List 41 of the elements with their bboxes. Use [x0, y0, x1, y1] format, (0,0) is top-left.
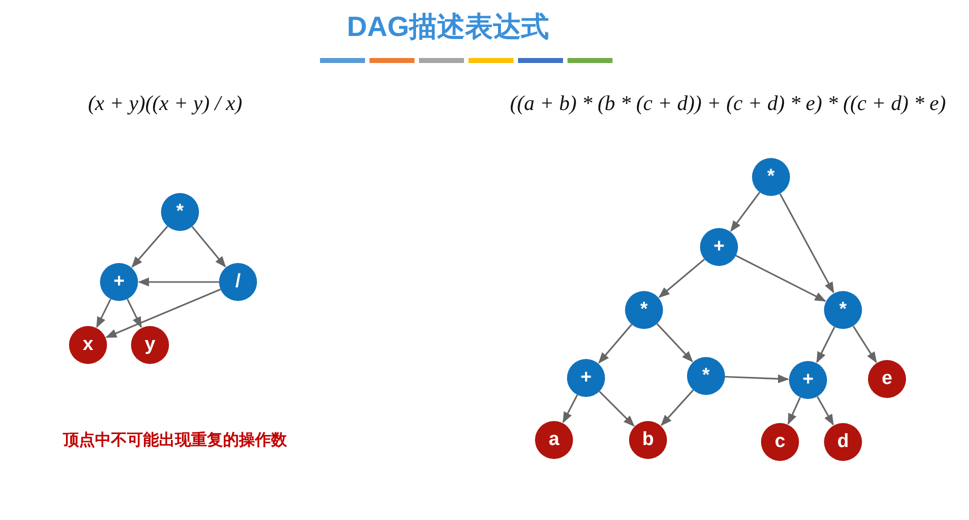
operator-circle: +: [100, 263, 138, 301]
arrow: [730, 192, 760, 232]
arrow: [598, 324, 632, 364]
arrow: [736, 254, 826, 302]
formula: (x + y)((x + y) / x): [88, 91, 242, 116]
arrow: [105, 288, 221, 338]
operator-circle: +: [700, 228, 738, 266]
arrow: [660, 390, 694, 426]
arrow: [779, 193, 834, 294]
operator-circle: *: [824, 291, 862, 329]
arrow: [816, 326, 836, 364]
note-text: 顶点中不可能出现重复的操作数: [63, 430, 287, 451]
operator-circle: +: [789, 361, 827, 399]
operand-circle: a: [535, 421, 573, 459]
arrow: [192, 226, 226, 268]
arrow: [788, 396, 801, 425]
operand-circle: d: [824, 423, 862, 461]
operator-circle: *: [161, 193, 199, 231]
title: DAG描述表达式: [346, 10, 550, 44]
operand-circle: x: [69, 326, 107, 364]
operand-circle: b: [629, 421, 667, 459]
operand-circle: y: [131, 326, 169, 364]
arrow: [96, 298, 112, 328]
operator-circle: *: [752, 158, 790, 196]
arrow: [656, 323, 694, 362]
operand-circle: c: [761, 423, 799, 461]
formula: ((a + b) * (b * (c + d)) + (c + d) * e) * ((c + d) * e): [510, 91, 946, 116]
operator-circle: /: [219, 263, 257, 301]
operator-circle: *: [625, 291, 663, 329]
arrow: [852, 326, 877, 364]
arrow: [562, 394, 578, 424]
operand-circle: e: [868, 360, 906, 398]
operator-circle: *: [687, 357, 725, 395]
arrow: [598, 390, 635, 427]
arrow: [138, 278, 219, 286]
arrow: [658, 258, 705, 298]
arrow: [724, 374, 790, 384]
operator-circle: +: [567, 359, 605, 397]
arrow: [131, 226, 168, 268]
arrow: [816, 396, 834, 426]
arrow: [126, 298, 142, 328]
